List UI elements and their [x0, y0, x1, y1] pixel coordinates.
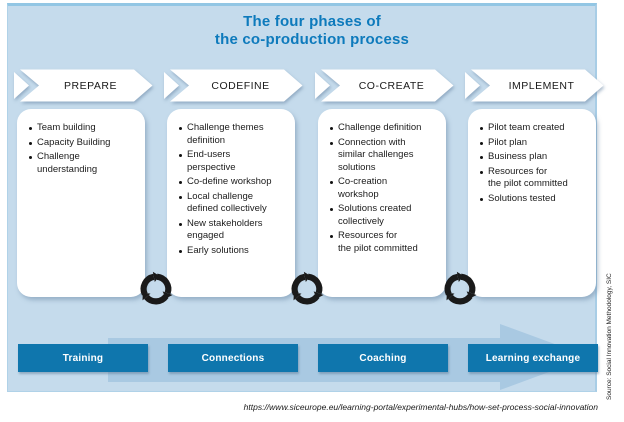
list-item: Solutions created collectively — [328, 203, 438, 228]
chevron-arrow-banner-icon — [14, 69, 153, 102]
list-item: Challenge definition — [328, 122, 438, 135]
list-item: Challenge understanding — [27, 151, 137, 176]
title-line-1: The four phases of — [243, 13, 381, 30]
list-item: Resources for the pilot committed — [478, 166, 588, 191]
source-note: Source: Social Innovation Methodology, S… — [606, 273, 613, 400]
list-item: Resources for the pilot committed — [328, 230, 438, 255]
list-item: Business plan — [478, 151, 588, 164]
list-item: Co-define workshop — [177, 176, 287, 189]
chevron-arrow-banner-icon — [315, 69, 454, 102]
cycle-arrows-icon — [444, 271, 477, 305]
phase-banner-co-create: CO-CREATE — [315, 69, 454, 102]
phase-banner-label: PREPARE — [64, 79, 117, 92]
diagram-title: The four phases of the co-production pro… — [0, 13, 624, 48]
title-line-2: the co-production process — [214, 30, 410, 48]
cycle-arrows-icon — [291, 271, 324, 305]
list-item: Connection with similar challenges solut… — [328, 137, 438, 175]
list-item: New stakeholders engaged — [177, 218, 287, 243]
phase-banner-label: CO-CREATE — [358, 79, 425, 92]
list-item: Pilot plan — [478, 137, 588, 150]
list-item: Local challenge defined collectively — [177, 191, 287, 216]
list-item: Team building — [27, 122, 137, 135]
source-url[interactable]: https://www.siceurope.eu/learning-portal… — [243, 402, 598, 412]
support-box-connections: Connections — [168, 344, 298, 372]
phase-banner-implement: IMPLEMENT — [465, 69, 604, 102]
list-item: Co-creation workshop — [328, 176, 438, 201]
support-box-learning-exchange: Learning exchange — [468, 344, 598, 372]
phase-banner-prepare: PREPARE — [14, 69, 153, 102]
support-box-training: Training — [18, 344, 148, 372]
list-item: Early solutions — [177, 245, 287, 258]
phase-banner-label: IMPLEMENT — [508, 79, 575, 92]
list-item: Solutions tested — [478, 193, 588, 206]
list-item: Capacity Building — [27, 137, 137, 150]
chevron-arrow-banner-icon — [465, 69, 604, 102]
cycle-arrows-icon — [140, 271, 173, 305]
support-box-coaching: Coaching — [318, 344, 448, 372]
phase-banner-label: CODEFINE — [211, 79, 270, 92]
chevron-arrow-banner-icon — [164, 69, 303, 102]
list-item: Pilot team created — [478, 122, 588, 135]
list-item: Challenge themes definition — [177, 122, 287, 147]
list-item: End-users perspective — [177, 149, 287, 174]
phase-banner-codefine: CODEFINE — [164, 69, 303, 102]
